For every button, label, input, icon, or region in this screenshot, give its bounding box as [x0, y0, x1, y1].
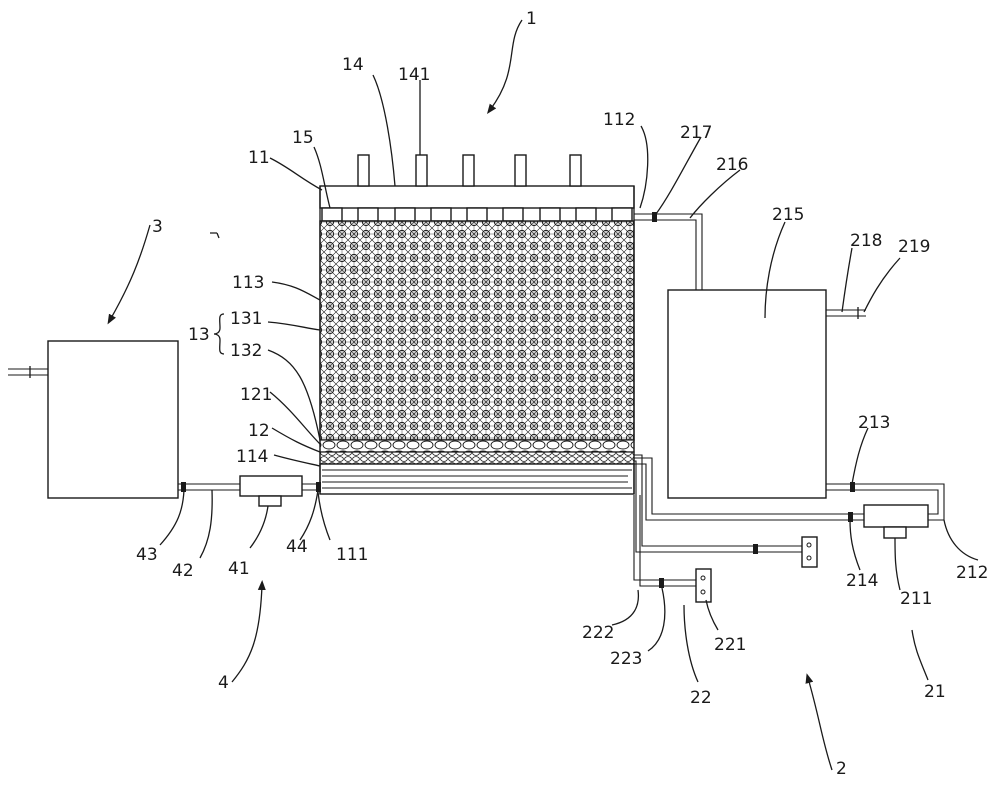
label-11: 11: [248, 148, 270, 168]
storage-tank: [634, 212, 866, 499]
label-111: 111: [336, 545, 368, 565]
label-2: 2: [836, 759, 847, 779]
label-213: 213: [858, 413, 890, 433]
label-141: 141: [398, 65, 430, 85]
return-loop: [634, 457, 945, 539]
label-121: 121: [240, 385, 272, 405]
label-22: 22: [690, 688, 712, 708]
label-214: 214: [846, 571, 878, 591]
reactor-tank: [319, 154, 635, 495]
label-4: 4: [218, 673, 229, 693]
label-41: 41: [228, 559, 250, 579]
label-14: 14: [342, 55, 364, 75]
top-pipes: [357, 154, 582, 187]
reactor-base: [319, 463, 635, 495]
label-44: 44: [286, 537, 308, 557]
distributors: [321, 207, 633, 222]
gravel-layer: [319, 439, 635, 453]
label-113: 113: [232, 273, 264, 293]
label-132: 132: [230, 341, 262, 361]
drain-lines: [633, 454, 818, 603]
label-223: 223: [610, 649, 642, 669]
leader-lines: [159, 74, 979, 683]
label-21: 21: [924, 682, 946, 702]
label-212: 212: [956, 563, 988, 583]
label-12: 12: [248, 421, 270, 441]
label-221: 221: [714, 635, 746, 655]
label-215: 215: [772, 205, 804, 225]
source-tank: [8, 340, 240, 499]
label-216: 216: [716, 155, 748, 175]
label-131: 131: [230, 309, 262, 329]
label-218: 218: [850, 231, 882, 251]
label-43: 43: [136, 545, 158, 565]
label-3: 3: [152, 217, 163, 237]
label-222: 222: [582, 623, 614, 643]
packed-media: [319, 220, 635, 441]
label-217: 217: [680, 123, 712, 143]
label-15: 15: [292, 128, 314, 148]
callout-labels: 1 14 141 15 11 112 217 216 215 218 219 3…: [136, 9, 988, 779]
label-42: 42: [172, 561, 194, 581]
reference-arrows: [107, 19, 833, 771]
inlet-pump: [239, 475, 321, 507]
label-211: 211: [900, 589, 932, 609]
fine-layer: [319, 451, 635, 465]
label-112: 112: [603, 110, 635, 130]
label-13: 13: [188, 325, 210, 345]
perforated-pipes: [322, 469, 632, 489]
reactor-cover: [319, 185, 635, 209]
label-1: 1: [526, 9, 537, 29]
bracket-13: [213, 313, 225, 355]
label-219: 219: [898, 237, 930, 257]
label-114: 114: [236, 447, 268, 467]
